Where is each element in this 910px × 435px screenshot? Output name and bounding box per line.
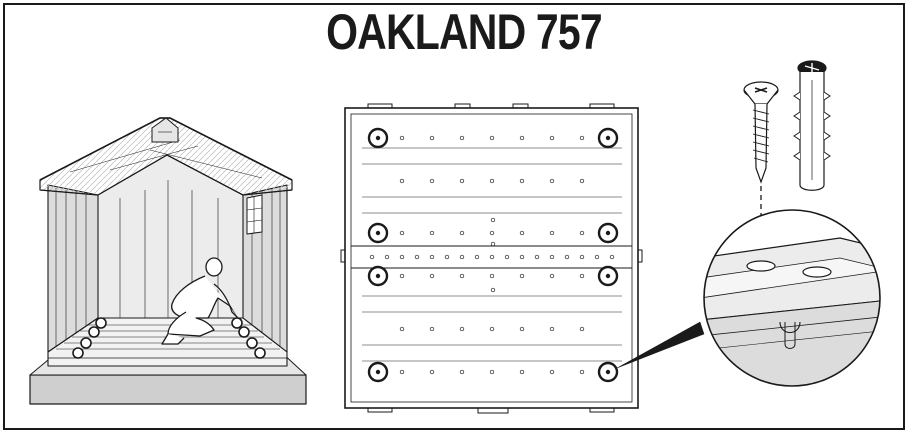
fixing-hole [579,326,585,332]
fixing-hole [414,254,420,260]
fixing-hole [474,254,480,260]
fixing-detail [703,60,881,387]
fixing-hole [564,254,570,260]
fixing-hole [489,254,495,260]
fixing-hole [369,254,375,260]
fixing-hole [399,254,405,260]
fixing-hole [549,178,555,184]
fixing-hole [489,326,495,332]
floor-panel-plan [340,103,705,414]
fixing-hole [549,254,555,260]
shed-roof [39,117,293,196]
fixing-hole [399,273,405,279]
page-title: OAKLAND 757 [326,4,603,60]
fixing-hole [399,178,405,184]
diagram-frame [3,3,905,430]
fixing-hole [489,273,495,279]
fixing-hole [519,178,525,184]
fixing-hole [444,254,450,260]
fixing-hole [459,178,465,184]
magnified-detail-circle [703,209,881,387]
fixing-hole [399,326,405,332]
fixing-hole [519,369,525,375]
fixing-hole [549,369,555,375]
fixing-hole [579,230,585,236]
fixing-hole [459,230,465,236]
fixing-hole [519,135,525,141]
shed-screw-markers [72,317,266,359]
fixing-hole [429,178,435,184]
fixing-hole [489,230,495,236]
fixing-hole [504,254,510,260]
fixing-hole [429,135,435,141]
fixing-hole [399,369,405,375]
fixing-hole [429,254,435,260]
fixing-hole [490,241,496,247]
fixing-hole [519,254,525,260]
fixing-hole [489,135,495,141]
fixing-hole [519,326,525,332]
fixing-hole [549,326,555,332]
screw-icon [743,81,779,184]
fixing-hole [579,254,585,260]
shed-window [246,194,263,235]
fixing-hole [384,254,390,260]
wall-plug-icon [793,60,831,191]
fixing-hole [429,273,435,279]
fixing-hole [609,254,615,260]
fixing-hole [429,369,435,375]
fixing-hole [429,326,435,332]
fixing-hole [594,254,600,260]
fixing-hole [429,230,435,236]
fixing-hole [399,135,405,141]
fixing-hole [579,369,585,375]
fixing-hole [579,178,585,184]
fixing-hole [459,254,465,260]
fixing-hole [489,178,495,184]
fixing-hole [549,230,555,236]
fixing-hole [549,273,555,279]
shed-back-wall [97,154,244,319]
fixing-hole [399,230,405,236]
fixing-hole [490,217,496,223]
fixing-hole [534,254,540,260]
fixing-hole [459,326,465,332]
fixing-hole [490,287,496,293]
fixing-hole [459,135,465,141]
fixing-hole [489,369,495,375]
shed-illustration [29,117,307,405]
fixing-hole [519,230,525,236]
callout-pointer [616,321,705,369]
shed-left-wall [47,184,99,353]
fixing-hole-rows [369,135,615,375]
fixing-hole [549,135,555,141]
fixing-hole [459,273,465,279]
fixing-hole [519,273,525,279]
fixing-hole [579,135,585,141]
fixing-hole [579,273,585,279]
fixing-hole [459,369,465,375]
kneeling-person-figure [161,257,239,345]
